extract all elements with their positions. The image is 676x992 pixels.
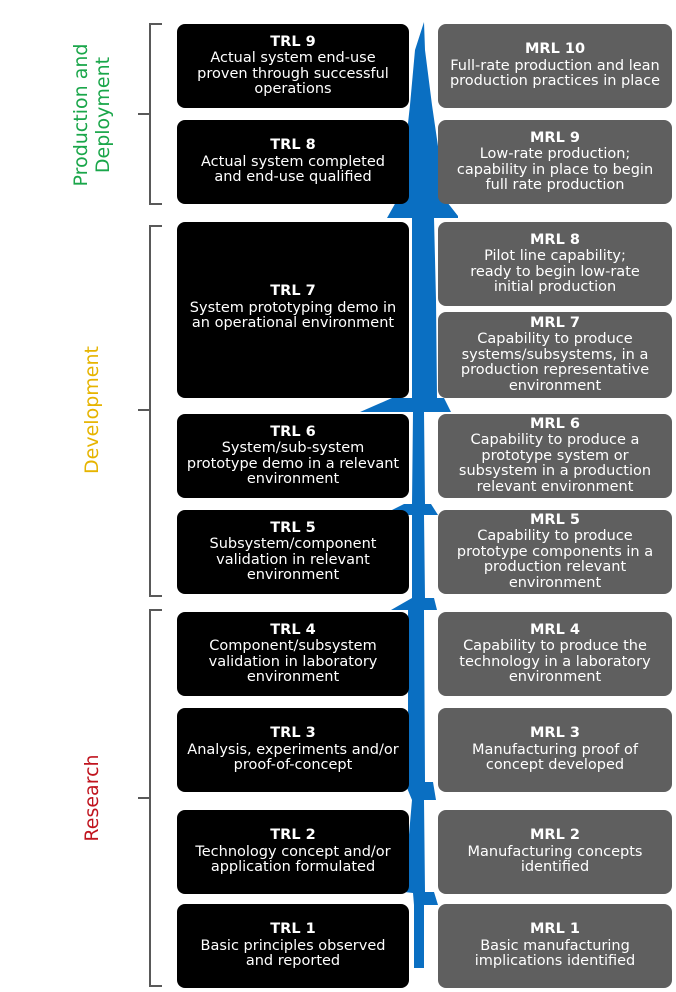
mrl-9-description: Low-rate production; capability in place…: [456, 146, 654, 193]
trl-7-box: TRL 7 System prototyping demo in an oper…: [177, 222, 409, 398]
trl-8-description: Actual system completed and end-use qual…: [201, 153, 385, 186]
mrl-2-title: MRL 2: [530, 827, 580, 844]
mrl-9-title: MRL 9: [530, 129, 580, 146]
phase-label-development: Development: [81, 346, 103, 474]
mrl-2-description: Manufacturing concepts identified: [467, 843, 643, 876]
phase-label-production: Production and Deployment: [70, 43, 114, 187]
mrl-8-description: Pilot line capability; ready to begin lo…: [470, 248, 640, 295]
mrl-8-box: MRL 8 Pilot line capability; ready to be…: [438, 222, 672, 306]
trl-5-description: Subsystem/component validation in releva…: [209, 536, 377, 583]
mrl-6-box: MRL 6 Capability to produce a prototype …: [438, 414, 672, 498]
mrl-5-box: MRL 5 Capability to produce prototype co…: [438, 510, 672, 594]
mrl-7-box: MRL 7 Capability to produce systems/subs…: [438, 312, 672, 398]
trl-5-title: TRL 5: [270, 519, 316, 536]
mrl-2-box: MRL 2 Manufacturing concepts identified: [438, 810, 672, 894]
mrl-3-description: Manufacturing proof of concept developed: [472, 741, 638, 774]
trl-1-description: Basic principles observed and reported: [200, 937, 386, 970]
progression-arrow-shape: [360, 22, 458, 968]
trl-8-title: TRL 8: [270, 137, 316, 154]
trl-2-title: TRL 2: [270, 827, 316, 844]
trl-3-box: TRL 3 Analysis, experiments and/or proof…: [177, 708, 409, 792]
mrl-8-title: MRL 8: [530, 231, 580, 248]
mrl-5-description: Capability to produce prototype componen…: [456, 528, 654, 591]
bracket-development: [138, 225, 162, 597]
mrl-7-title: MRL 7: [530, 314, 580, 331]
trl-4-title: TRL 4: [270, 621, 316, 638]
mrl-7-description: Capability to produce systems/subsystems…: [460, 331, 650, 394]
mrl-1-box: MRL 1 Basic manufacturing implications i…: [438, 904, 672, 988]
trl-4-description: Component/subsystem validation in labora…: [208, 638, 378, 685]
mrl-3-title: MRL 3: [530, 725, 580, 742]
mrl-10-title: MRL 10: [524, 41, 586, 58]
trl-9-title: TRL 9: [270, 33, 316, 50]
trl-9-description: Actual system end-use proven through suc…: [197, 50, 389, 97]
trl-4-box: TRL 4 Component/subsystem validation in …: [177, 612, 409, 696]
trl-2-description: Technology concept and/or application fo…: [195, 843, 391, 876]
trl-1-box: TRL 1 Basic principles observed and repo…: [177, 904, 409, 988]
trl-2-box: TRL 2 Technology concept and/or applicat…: [177, 810, 409, 894]
mrl-5-title: MRL 5: [530, 511, 580, 528]
mrl-9-box: MRL 9 Low-rate production; capability in…: [438, 120, 672, 204]
bracket-research: [138, 609, 162, 987]
mrl-10-description: Full-rate production and lean production…: [449, 57, 661, 90]
trl-6-box: TRL 6 System/sub-system prototype demo i…: [177, 414, 409, 498]
mrl-10-box: MRL 10 Full-rate production and lean pro…: [438, 24, 672, 108]
mrl-1-description: Basic manufacturing implications identif…: [474, 937, 636, 970]
mrl-6-description: Capability to produce a prototype system…: [458, 432, 652, 495]
trl-8-box: TRL 8 Actual system completed and end-us…: [177, 120, 409, 204]
trl-6-description: System/sub-system prototype demo in a re…: [186, 440, 400, 487]
mrl-1-title: MRL 1: [530, 921, 580, 938]
trl-6-title: TRL 6: [270, 423, 316, 440]
trl-9-box: TRL 9 Actual system end-use proven throu…: [177, 24, 409, 108]
mrl-6-title: MRL 6: [530, 415, 580, 432]
mrl-4-description: Capability to produce the technology in …: [459, 638, 651, 685]
trl-7-title: TRL 7: [270, 283, 316, 299]
trl-5-box: TRL 5 Subsystem/component validation in …: [177, 510, 409, 594]
trl-7-description: System prototyping demo in an operationa…: [189, 299, 397, 331]
trl-1-title: TRL 1: [270, 921, 316, 938]
mrl-4-title: MRL 4: [530, 621, 580, 638]
phase-label-research: Research: [81, 754, 103, 842]
mrl-3-box: MRL 3 Manufacturing proof of concept dev…: [438, 708, 672, 792]
mrl-4-box: MRL 4 Capability to produce the technolo…: [438, 612, 672, 696]
trl-3-title: TRL 3: [270, 725, 316, 742]
bracket-production: [138, 23, 162, 205]
trl-3-description: Analysis, experiments and/or proof-of-co…: [187, 741, 399, 774]
